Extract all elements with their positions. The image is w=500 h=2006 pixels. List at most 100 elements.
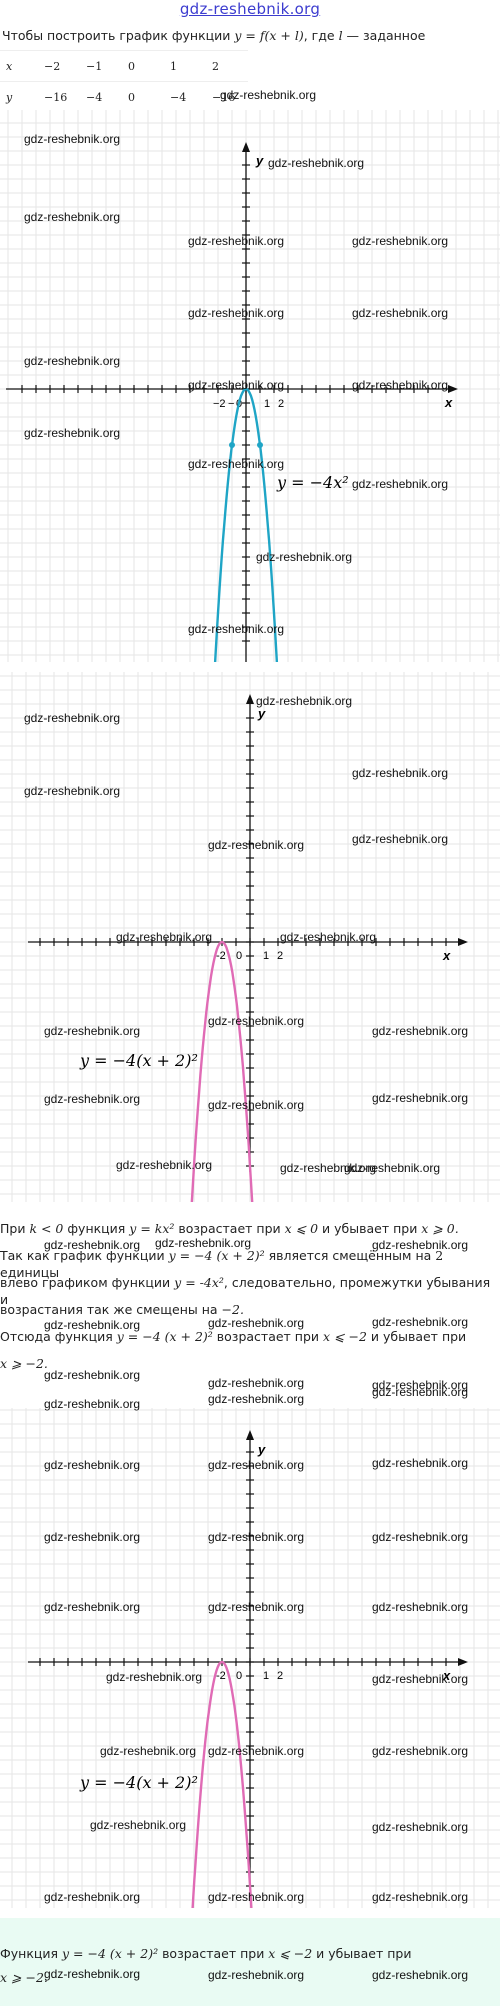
watermark: gdz-reshebnik.org <box>208 1890 305 1904</box>
watermark: gdz-reshebnik.org <box>100 1744 197 1758</box>
x-axis-arrow <box>458 938 468 946</box>
text-run: При <box>0 1221 30 1236</box>
watermark: gdz-reshebnik.org <box>208 1744 305 1758</box>
watermark: gdz-reshebnik.org <box>372 1091 469 1105</box>
site-title[interactable]: gdz-reshebnik.org <box>179 0 321 18</box>
text-run: возрастает при <box>212 1329 324 1344</box>
watermark: gdz-reshebnik.org <box>208 838 305 852</box>
curve-point <box>229 442 235 448</box>
watermark: gdz-reshebnik.org <box>280 1161 377 1175</box>
parabola-curve <box>213 387 279 662</box>
graph-1: x y −2 − 0 1 2 y = −4x² <box>0 110 500 662</box>
text-run: Отсюда функция <box>0 1329 117 1344</box>
watermark: gdz-reshebnik.org <box>106 1670 203 1684</box>
watermark: gdz-reshebnik.org <box>44 1024 141 1038</box>
text-run: и убывает при <box>318 1221 422 1236</box>
watermark: gdz-reshebnik.org <box>24 711 121 725</box>
math-run: y = −4 (x + 2)² <box>62 1946 159 1961</box>
watermark: gdz-reshebnik.org <box>24 354 121 368</box>
y-axis-arrow <box>246 694 254 704</box>
watermark: gdz-reshebnik.org <box>44 1967 141 1981</box>
y-axis-arrow <box>242 142 250 152</box>
watermark: gdz-reshebnik.org <box>24 210 121 224</box>
table-row: y −16 −4 0 −4 −16 <box>0 81 248 113</box>
watermark: gdz-reshebnik.org <box>90 1818 187 1832</box>
watermark: gdz-reshebnik.org <box>352 477 449 491</box>
y-axis-arrow <box>246 1430 254 1440</box>
y-axis-label: y <box>255 153 264 168</box>
text-run: единицы <box>0 1265 60 1280</box>
curve-label: y = −4(x + 2)² <box>79 1773 198 1792</box>
tick-label-zero: 0 <box>236 1670 242 1682</box>
parabola-curve <box>190 940 254 1202</box>
conclusion-band <box>0 1918 500 2006</box>
text-run: и убывает при <box>366 1329 467 1344</box>
watermark: gdz-reshebnik.org <box>372 1385 469 1399</box>
watermark: gdz-reshebnik.org <box>208 1530 305 1544</box>
math-run: x ⩾ −2. <box>0 1970 48 1985</box>
explanation-text: При k < 0 функция y = kx² возрастает при… <box>0 1220 500 1382</box>
tick-label-zero: 0 <box>236 950 242 962</box>
intro-text: Чтобы построить график функции y = f(x +… <box>2 28 425 43</box>
watermark: gdz-reshebnik.org <box>352 234 449 248</box>
watermark: gdz-reshebnik.org <box>188 378 285 392</box>
watermark: gdz-reshebnik.org <box>188 234 285 248</box>
math-run: y = kx² <box>129 1221 175 1236</box>
tick-label-m1: − <box>228 398 234 410</box>
watermark: gdz-reshebnik.org <box>256 550 353 564</box>
watermark: gdz-reshebnik.org <box>352 306 449 320</box>
watermark: gdz-reshebnik.org <box>372 1530 469 1544</box>
tick-label-two: 2 <box>277 1670 283 1682</box>
math-run: 2 <box>435 1248 444 1263</box>
table-cell: 2 <box>206 50 248 82</box>
curve-label: y = −4(x + 2)² <box>79 1051 198 1070</box>
table-cell: −16 <box>206 81 248 113</box>
tick-label-m2: -2 <box>216 1670 226 1682</box>
table-cell: −16 <box>38 81 80 113</box>
watermark: gdz-reshebnik.org <box>208 1968 305 1982</box>
watermark: gdz-reshebnik.org <box>344 1161 441 1175</box>
watermark: gdz-reshebnik.org <box>352 832 449 846</box>
watermark: gdz-reshebnik.org <box>44 1318 141 1332</box>
math-run: x ⩽ 0 <box>284 1221 319 1236</box>
text-run: возрастает при <box>158 1946 269 1961</box>
tick-label-one: 1 <box>264 398 270 410</box>
tick-label-m2: -2 <box>216 950 226 962</box>
tick-label-two: 2 <box>278 398 284 410</box>
watermark: gdz-reshebnik.org <box>372 1378 469 1392</box>
watermark: gdz-reshebnik.org <box>24 426 121 440</box>
watermark: gdz-reshebnik.org <box>372 1820 469 1834</box>
table-cell: 0 <box>122 50 164 82</box>
text-run: Так как график функции <box>0 1248 169 1263</box>
table-cell: −2 <box>38 50 80 82</box>
watermark: gdz-reshebnik.org <box>44 1397 141 1411</box>
text-run: возрастания так же смещены на <box>0 1302 222 1317</box>
watermark: gdz-reshebnik.org <box>44 1238 141 1252</box>
curve-point <box>257 442 263 448</box>
watermark: gdz-reshebnik.org <box>256 694 353 708</box>
y-axis-label: y <box>257 706 266 721</box>
watermark: gdz-reshebnik.org <box>372 1968 469 1982</box>
graph-2: x y -2 0 1 2 y = −4(x + 2)² <box>0 672 500 1202</box>
axis-ticks <box>21 164 429 642</box>
tick-label-one: 1 <box>263 950 269 962</box>
x-axis-label: x <box>444 395 453 410</box>
text-run: является смещённым на <box>264 1248 436 1263</box>
math-run: y = −4 (x + 2)² <box>168 1248 265 1263</box>
table-cell: −1 <box>80 50 122 82</box>
watermark: gdz-reshebnik.org <box>44 1530 141 1544</box>
watermark: gdz-reshebnik.org <box>352 378 449 392</box>
math-run: x ⩾ −2. <box>0 1356 48 1371</box>
text-run: и убывает при <box>312 1946 412 1961</box>
conclusion-text: Функция y = −4 (x + 2)² возрастает при x… <box>0 1945 500 1986</box>
math-run: x ⩾ 0. <box>421 1221 459 1236</box>
watermark: gdz-reshebnik.org <box>44 1368 141 1382</box>
watermark: gdz-reshebnik.org <box>44 1092 141 1106</box>
watermark: gdz-reshebnik.org <box>116 930 213 944</box>
watermark: gdz-reshebnik.org <box>44 1890 141 1904</box>
graph-3: x y -2 0 1 2 y = −4(x + 2)² <box>0 1408 500 1908</box>
math-run: x ⩽ −2 <box>323 1329 367 1344</box>
intro-before: Чтобы построить график функции <box>2 28 235 43</box>
table-cell: −4 <box>80 81 122 113</box>
watermark: gdz-reshebnik.org <box>372 1744 469 1758</box>
